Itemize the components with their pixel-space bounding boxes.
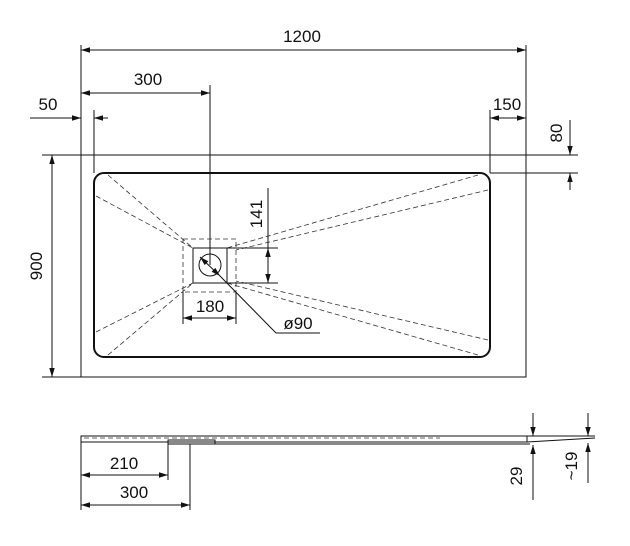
dim-side-drain-b-label: 300 xyxy=(120,483,148,502)
dim-rim-height: ~19 xyxy=(562,413,591,483)
dim-rim-right-label: 150 xyxy=(493,95,521,114)
dim-rim-top: 80 xyxy=(490,120,578,190)
dim-drain-diameter: ø90 xyxy=(199,256,320,334)
dim-rim-left: 50 xyxy=(30,95,108,173)
dim-width-label: 900 xyxy=(27,252,46,280)
dim-drain-x-label: 300 xyxy=(134,70,162,89)
dim-width: 900 xyxy=(27,154,81,378)
dim-side-drain-a-label: 210 xyxy=(110,454,138,473)
dim-drain-y-label: 141 xyxy=(247,200,266,228)
top-view: 1200 300 50 150 80 900 xyxy=(27,27,578,378)
slope-lines xyxy=(95,174,489,356)
dim-rim-top-label: 80 xyxy=(547,124,566,143)
dim-length: 1200 xyxy=(80,27,527,155)
dim-drain-size-label: 180 xyxy=(196,297,224,316)
side-view: 210 300 29 ~19 xyxy=(80,413,596,510)
tray-profile xyxy=(80,435,528,443)
dim-rim-height-label: ~19 xyxy=(562,452,581,481)
dim-total-height: 29 xyxy=(507,413,536,500)
dim-drain-size: 180 xyxy=(182,292,237,324)
tray-basin xyxy=(93,172,491,358)
dim-rim-left-label: 50 xyxy=(39,95,58,114)
dim-rim-right: 150 xyxy=(489,95,526,173)
dim-drain-y: 141 xyxy=(227,188,278,284)
dim-drain-x: 300 xyxy=(81,70,211,265)
dim-total-height-label: 29 xyxy=(507,467,526,486)
dim-drain-diameter-label: ø90 xyxy=(283,314,312,333)
dim-length-label: 1200 xyxy=(283,27,321,46)
dim-side-drain-b: 300 xyxy=(81,444,191,510)
dim-side-drain-a: 210 xyxy=(80,442,169,510)
tray-outline xyxy=(80,154,527,378)
